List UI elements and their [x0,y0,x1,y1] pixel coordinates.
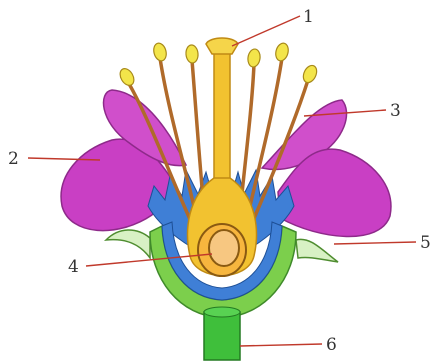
anther-6 [301,63,319,84]
anther-4 [247,48,261,67]
anther-2 [152,42,168,62]
label-4: 4 [68,257,79,277]
leader-line-5 [334,242,416,244]
label-1: 1 [303,7,314,27]
anther-5 [274,42,290,62]
leader-line-1 [232,16,300,46]
sepal-left [106,230,150,258]
label-6: 6 [326,335,337,355]
stem [204,307,240,360]
ovule [209,230,239,266]
label-2: 2 [8,149,19,169]
stem-top [204,307,240,317]
anther-1 [117,66,136,88]
leader-line-6 [240,344,322,346]
label-3: 3 [390,101,401,121]
stem-body [204,312,240,360]
sepal-right [296,239,338,262]
label-5: 5 [420,233,431,253]
anther-3 [185,45,199,64]
style [214,52,230,180]
